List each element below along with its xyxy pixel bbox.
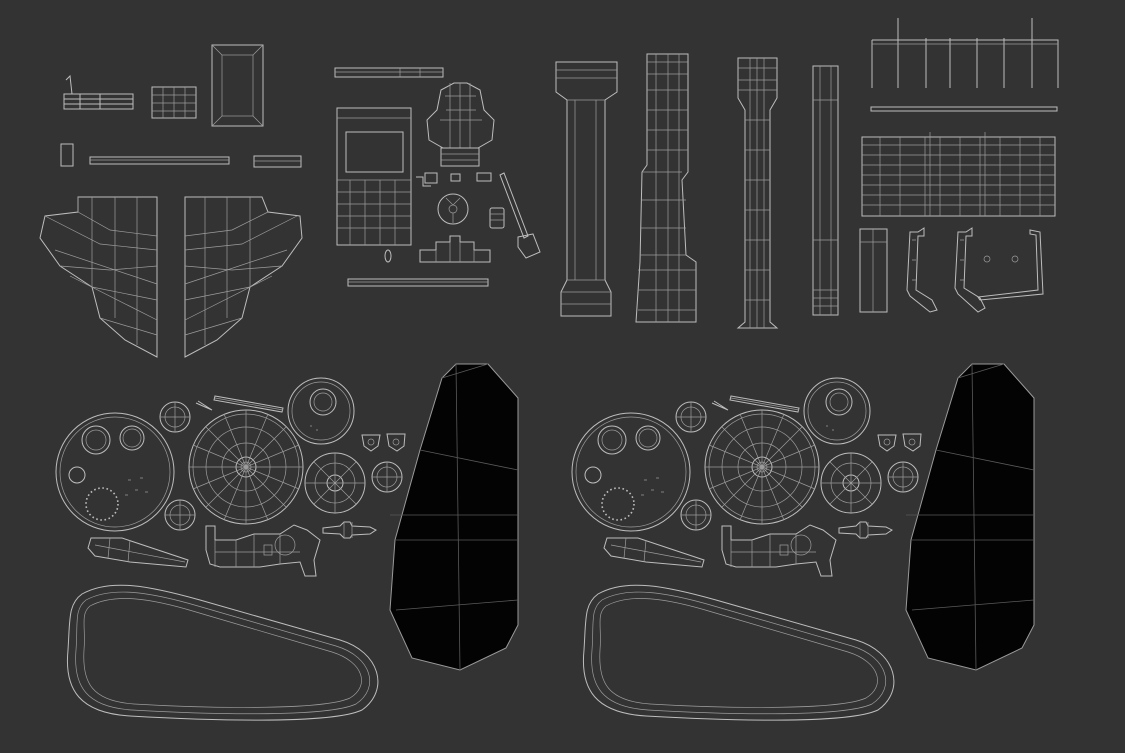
uv-shell-railing[interactable] <box>870 18 1059 112</box>
uv-shell-cabin-panels[interactable] <box>39 44 303 358</box>
uv-shell-column-2[interactable] <box>635 53 697 323</box>
uv-shell-column-3[interactable] <box>736 57 779 329</box>
uv-shell-top-rod[interactable] <box>334 67 444 78</box>
uv-shell-column-4[interactable] <box>812 65 839 316</box>
uv-shell-grille[interactable] <box>861 132 1056 217</box>
uv-shell-cab-body[interactable] <box>336 107 412 246</box>
uv-shell-base[interactable] <box>384 235 491 263</box>
uv-shell-wing-left[interactable] <box>39 196 158 358</box>
uv-shell-door-panel[interactable] <box>211 44 264 127</box>
uv-shell-small-box[interactable] <box>151 86 197 119</box>
uv-shell-gear-set-b[interactable] <box>571 363 1035 721</box>
uv-shell-small-bracket[interactable] <box>63 74 134 110</box>
uv-shell-clamp-b[interactable] <box>954 227 986 313</box>
uv-shell-wing-right[interactable] <box>184 196 303 358</box>
uv-shell-pedals[interactable] <box>416 172 492 187</box>
uv-shell-hook[interactable] <box>977 229 1044 301</box>
uv-shell-knob[interactable] <box>489 207 505 229</box>
uv-shell-clamp-a[interactable] <box>906 227 938 313</box>
uv-shell-small-block[interactable] <box>859 228 888 313</box>
uv-shell-chassis-columns[interactable] <box>555 53 839 329</box>
uv-shell-strip-a[interactable] <box>60 143 302 168</box>
uv-shell-gear-set-a[interactable] <box>55 363 519 721</box>
uv-shell-bottom-rod[interactable] <box>347 278 489 287</box>
uv-shell-column-1[interactable] <box>555 61 618 317</box>
uv-shell-seat[interactable] <box>426 82 495 167</box>
uv-shell-lever[interactable] <box>499 172 541 259</box>
uv-shell-seat-and-controls[interactable] <box>334 67 541 287</box>
uv-shell-steering-wheel[interactable] <box>437 193 469 225</box>
uv-shell-rails-and-brackets[interactable] <box>859 18 1059 313</box>
